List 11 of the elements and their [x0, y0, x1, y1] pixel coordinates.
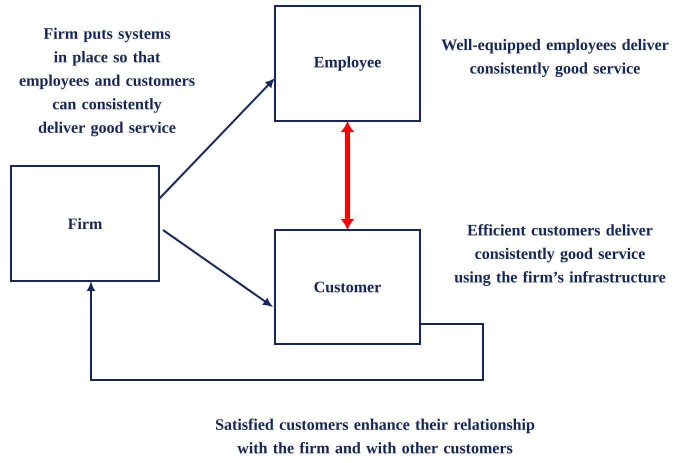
process-box: Employee — [274, 5, 421, 122]
note-text: Well-equipped employees deliver consistently good service — [441, 38, 668, 78]
arrow — [342, 122, 353, 228]
process-box: Customer — [274, 229, 421, 345]
arrow — [162, 229, 272, 306]
note-text: Satisfied customers enhance their relationship with the firm and with other customers — [216, 418, 534, 454]
process-box: Firm — [10, 165, 160, 282]
note-text: Firm puts systems in place so that employees and customers can consistently deliver good service — [20, 28, 195, 136]
arrow — [158, 80, 274, 200]
note-text: Efficient customers deliver consistently good service using the firm’s infrastructure — [454, 224, 666, 286]
arrow — [87, 283, 484, 381]
